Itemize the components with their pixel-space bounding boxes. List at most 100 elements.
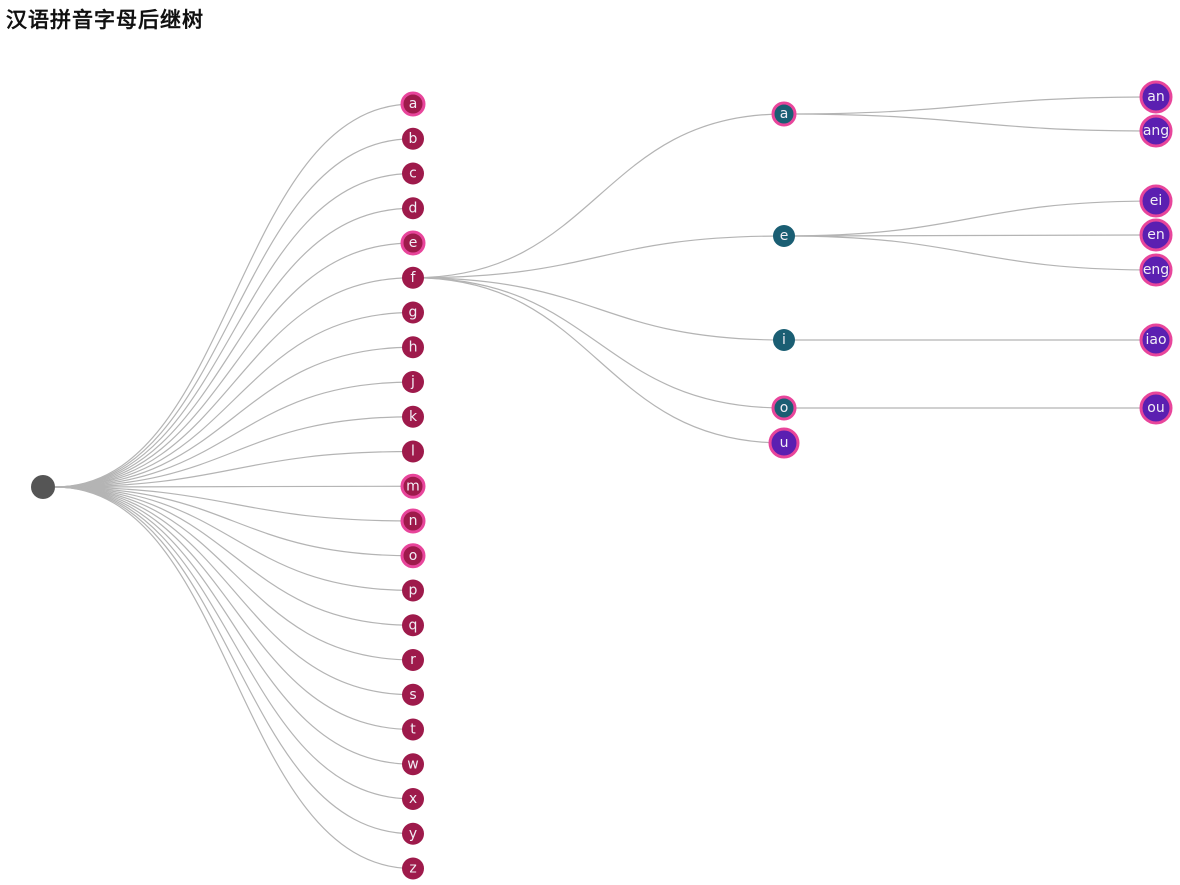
node-p[interactable]: p xyxy=(402,579,424,602)
node-w-label: w xyxy=(407,756,418,772)
node-z-circle xyxy=(402,857,424,880)
node-k[interactable]: k xyxy=(402,405,424,428)
node-e-circle xyxy=(400,230,426,256)
link-root-x xyxy=(54,486,414,800)
node-t-circle xyxy=(402,718,424,741)
node-b-label: b xyxy=(409,131,418,147)
node-f-e-eng[interactable]: eng xyxy=(1139,253,1173,287)
node-x-circle xyxy=(402,788,424,810)
node-y[interactable]: y xyxy=(402,822,424,845)
node-f-a-ang-circle xyxy=(1139,114,1173,148)
link-fe-en xyxy=(783,234,1157,237)
node-f-e-en-circle xyxy=(1139,218,1173,252)
node-f[interactable]: f xyxy=(402,266,424,289)
link-root-n xyxy=(54,486,414,522)
node-q[interactable]: q xyxy=(402,614,424,637)
node-n[interactable]: n xyxy=(400,508,426,534)
node-z-label: z xyxy=(409,861,416,877)
node-c[interactable]: c xyxy=(402,162,424,185)
node-a[interactable]: a xyxy=(400,91,426,117)
link-root-a xyxy=(54,103,414,488)
node-b-circle xyxy=(402,127,424,150)
link-root-w xyxy=(54,486,414,765)
node-f-e-circle xyxy=(773,225,795,247)
node-k-label: k xyxy=(409,409,418,425)
node-e[interactable]: e xyxy=(400,230,426,256)
node-j-label: j xyxy=(410,374,415,390)
link-f-u xyxy=(412,277,785,444)
node-l-circle xyxy=(402,440,424,463)
node-w-circle xyxy=(402,753,424,776)
node-d[interactable]: d xyxy=(402,197,424,220)
link-root-m xyxy=(54,485,414,488)
node-g[interactable]: g xyxy=(402,301,424,324)
node-f-i-iao-label: iao xyxy=(1145,332,1166,348)
node-m-label: m xyxy=(406,478,420,494)
node-f-e[interactable]: e xyxy=(773,225,795,247)
node-c-circle xyxy=(402,162,424,185)
node-f-label: f xyxy=(411,270,417,286)
node-f-o-ou[interactable]: ou xyxy=(1139,391,1173,425)
link-fa-an xyxy=(783,96,1157,115)
node-p-circle xyxy=(402,579,424,602)
node-r[interactable]: r xyxy=(402,649,424,671)
node-w[interactable]: w xyxy=(402,753,424,776)
link-root-b xyxy=(54,138,414,488)
node-f-e-en[interactable]: en xyxy=(1139,218,1173,252)
node-f-o[interactable]: o xyxy=(771,395,797,421)
node-y-label: y xyxy=(409,826,417,842)
node-f-i-iao-circle xyxy=(1139,323,1173,357)
link-root-z xyxy=(54,486,414,870)
node-o[interactable]: o xyxy=(400,543,426,569)
link-root-l xyxy=(54,450,414,488)
node-f-i[interactable]: i xyxy=(773,329,795,351)
link-root-h xyxy=(54,346,414,488)
node-x[interactable]: x xyxy=(402,788,424,810)
node-f-circle xyxy=(402,266,424,289)
node-m[interactable]: m xyxy=(400,473,426,499)
node-m-circle xyxy=(400,473,426,499)
node-j[interactable]: j xyxy=(402,371,424,393)
page-title: 汉语拼音字母后继树 xyxy=(6,7,204,32)
node-f-i-label: i xyxy=(782,332,786,348)
link-root-g xyxy=(54,311,414,488)
link-root-y xyxy=(54,486,414,835)
node-g-label: g xyxy=(409,305,418,321)
node-a-label: a xyxy=(409,96,418,112)
node-f-e-ei-circle xyxy=(1139,184,1173,218)
node-o-label: o xyxy=(409,548,418,564)
node-b[interactable]: b xyxy=(402,127,424,150)
node-s[interactable]: s xyxy=(402,683,424,706)
node-l[interactable]: l xyxy=(402,440,424,463)
node-l-label: l xyxy=(411,444,415,460)
node-f-i-iao[interactable]: iao xyxy=(1139,323,1173,357)
node-z[interactable]: z xyxy=(402,857,424,880)
node-f-e-ei[interactable]: ei xyxy=(1139,184,1173,218)
link-root-d xyxy=(54,207,414,488)
node-f-a[interactable]: a xyxy=(771,101,797,127)
node-h[interactable]: h xyxy=(402,336,424,359)
root-node[interactable] xyxy=(31,475,55,499)
node-a-circle xyxy=(400,91,426,117)
node-k-circle xyxy=(402,405,424,428)
node-d-circle xyxy=(402,197,424,220)
link-f-i xyxy=(412,277,785,341)
node-f-u[interactable]: u xyxy=(768,427,800,459)
node-f-i-circle xyxy=(773,329,795,351)
node-t[interactable]: t xyxy=(402,718,424,741)
node-f-o-ou-label: ou xyxy=(1147,400,1164,416)
node-f-a-an[interactable]: an xyxy=(1139,80,1173,114)
node-s-circle xyxy=(402,683,424,706)
link-root-r xyxy=(54,486,414,661)
node-f-u-label: u xyxy=(780,435,789,451)
node-h-label: h xyxy=(409,339,418,355)
link-f-a xyxy=(412,113,785,279)
link-root-q xyxy=(54,486,414,626)
root-node-circle xyxy=(31,475,55,499)
link-root-k xyxy=(54,416,414,488)
node-f-a-label: a xyxy=(780,106,789,122)
node-f-a-an-circle xyxy=(1139,80,1173,114)
node-f-a-ang[interactable]: ang xyxy=(1139,114,1173,148)
